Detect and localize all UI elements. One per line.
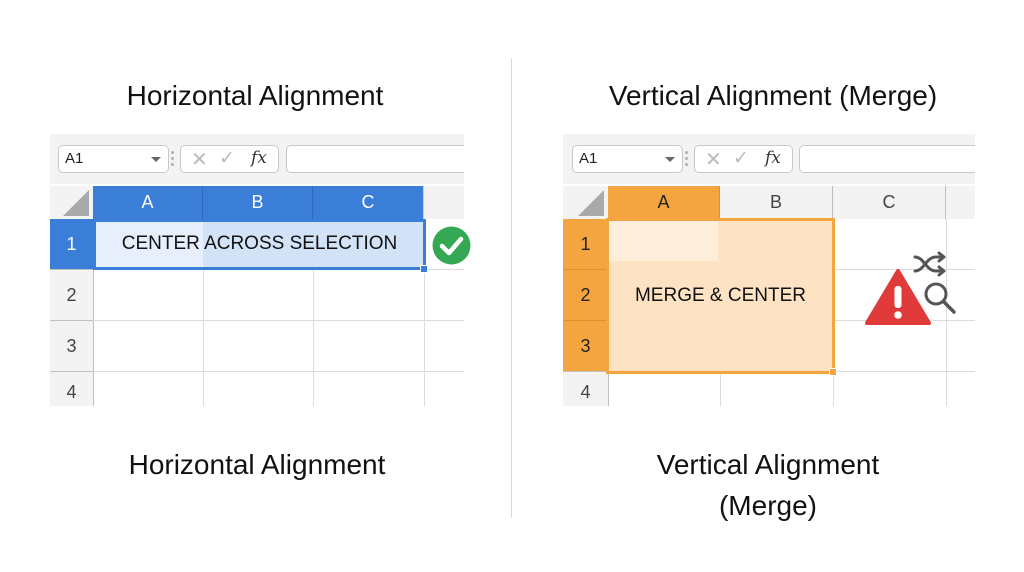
gridline bbox=[313, 270, 314, 406]
select-all-corner[interactable] bbox=[50, 186, 93, 219]
merged-range-a1-b3[interactable]: MERGE & CENTER bbox=[606, 218, 835, 374]
gridline bbox=[946, 219, 947, 406]
cell-text: MERGE & CENTER bbox=[634, 285, 807, 306]
active-cell-highlight bbox=[96, 222, 203, 267]
chevron-down-icon[interactable] bbox=[665, 157, 675, 162]
gridline bbox=[833, 371, 975, 372]
column-header-a[interactable]: A bbox=[93, 186, 203, 219]
panel-divider bbox=[511, 58, 512, 518]
row-header-1[interactable]: 1 bbox=[563, 219, 608, 270]
row-header-1[interactable]: 1 bbox=[50, 219, 93, 270]
check-circle-icon bbox=[432, 226, 471, 265]
name-box-value: A1 bbox=[65, 150, 84, 167]
left-spreadsheet: A1 ✕ ✓ fx A B C 1 2 3 4 CENTER ACROSS SE… bbox=[50, 134, 464, 406]
fx-icon[interactable]: fx bbox=[765, 148, 781, 168]
row-header-border bbox=[93, 219, 94, 406]
column-header-d[interactable] bbox=[424, 186, 464, 219]
right-caption-line-2: (Merge) bbox=[718, 490, 817, 521]
cell-text: CENTER ACROSS SELECTION bbox=[121, 233, 398, 254]
select-all-icon bbox=[63, 190, 89, 216]
gridline bbox=[203, 270, 204, 406]
formula-toolbar: A1 ✕ ✓ fx bbox=[563, 134, 975, 184]
formula-actions: ✕ ✓ fx bbox=[694, 145, 793, 173]
name-box[interactable]: A1 bbox=[572, 145, 683, 173]
right-caption: Vertical Alignment (Merge) bbox=[598, 444, 938, 526]
row-header-3[interactable]: 3 bbox=[50, 321, 93, 372]
confirm-icon[interactable]: ✓ bbox=[733, 148, 749, 169]
drag-handle-icon[interactable] bbox=[171, 151, 174, 167]
column-header-a[interactable]: A bbox=[608, 186, 720, 219]
column-header-b[interactable]: B bbox=[720, 186, 833, 219]
gridline bbox=[93, 320, 464, 321]
formula-actions: ✕ ✓ fx bbox=[180, 145, 279, 173]
fill-handle[interactable] bbox=[829, 368, 837, 376]
selected-range-a1-c1[interactable]: CENTER ACROSS SELECTION bbox=[93, 219, 426, 270]
gridline bbox=[424, 219, 425, 406]
right-spreadsheet: A1 ✕ ✓ fx A B C 1 2 3 4 MERGE & CENTER bbox=[563, 134, 975, 406]
search-icon bbox=[924, 282, 956, 314]
formula-input[interactable] bbox=[286, 145, 464, 173]
right-caption-line-1: Vertical Alignment bbox=[656, 449, 880, 480]
column-header-c[interactable]: C bbox=[833, 186, 946, 219]
chevron-down-icon[interactable] bbox=[151, 157, 161, 162]
select-all-corner[interactable] bbox=[563, 186, 608, 219]
column-header-c[interactable]: C bbox=[313, 186, 424, 219]
fill-handle[interactable] bbox=[420, 265, 428, 273]
fx-icon[interactable]: fx bbox=[251, 148, 267, 168]
cancel-icon[interactable]: ✕ bbox=[705, 149, 722, 171]
formula-input[interactable] bbox=[799, 145, 975, 173]
gridline bbox=[424, 269, 464, 270]
name-box-value: A1 bbox=[579, 150, 598, 167]
gridline bbox=[93, 371, 464, 372]
formula-toolbar: A1 ✕ ✓ fx bbox=[50, 134, 464, 184]
warning-triangle-icon bbox=[865, 269, 931, 325]
row-header-2[interactable]: 2 bbox=[563, 270, 608, 321]
row-header-4[interactable]: 4 bbox=[50, 372, 93, 406]
column-header-b[interactable]: B bbox=[203, 186, 313, 219]
drag-handle-icon[interactable] bbox=[685, 151, 688, 167]
row-header-2[interactable]: 2 bbox=[50, 270, 93, 321]
active-cell-highlight bbox=[609, 221, 718, 261]
select-all-icon bbox=[578, 190, 604, 216]
cancel-icon[interactable]: ✕ bbox=[191, 149, 208, 171]
left-caption: Horizontal Alignment bbox=[128, 449, 386, 480]
shuffle-icon bbox=[913, 251, 946, 277]
column-header-d[interactable] bbox=[946, 186, 975, 219]
gridline bbox=[833, 269, 975, 270]
row-header-3[interactable]: 3 bbox=[563, 321, 608, 372]
right-title: Vertical Alignment (Merge) bbox=[608, 80, 938, 111]
name-box[interactable]: A1 bbox=[58, 145, 169, 173]
confirm-icon[interactable]: ✓ bbox=[219, 148, 235, 169]
left-title: Horizontal Alignment bbox=[126, 80, 384, 111]
gridline bbox=[720, 372, 721, 406]
row-header-4[interactable]: 4 bbox=[563, 372, 608, 406]
